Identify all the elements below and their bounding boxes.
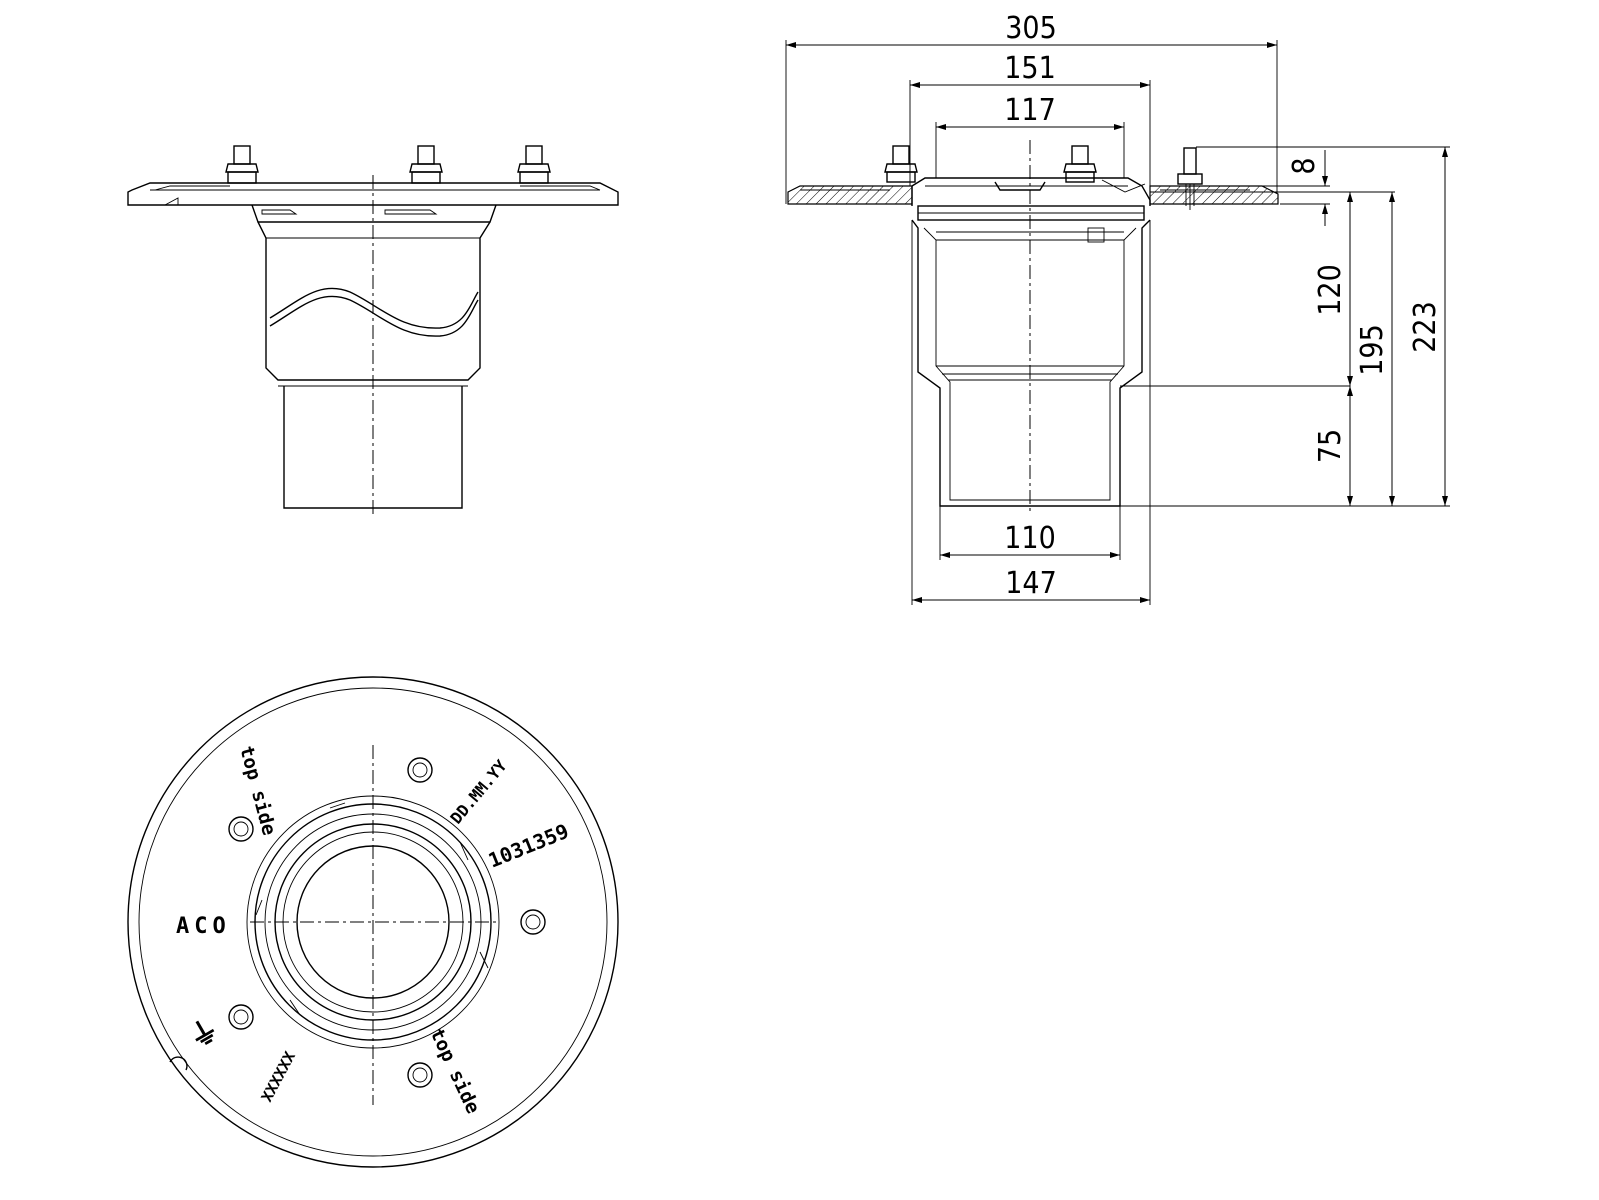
- bolt-hole-5: [407, 1062, 433, 1088]
- stud-middle: [409, 145, 443, 184]
- plan-view: ACO top side top side DD.MM.YY 1031359 X…: [127, 676, 619, 1168]
- ground-symbol: ⏚: [183, 1012, 226, 1057]
- dim-spigot-diameter: 110: [1004, 521, 1056, 556]
- dim-upper-body-height: 120: [1313, 264, 1348, 316]
- section-stud-right: [1177, 147, 1203, 210]
- bolt-hole-1: [407, 757, 433, 783]
- section-stud-middle: [1063, 145, 1097, 183]
- dim-body-height: 195: [1355, 324, 1390, 376]
- stud-right: [517, 145, 551, 184]
- bolt-hole-2: [228, 816, 254, 842]
- bolt-hole-4: [228, 1004, 254, 1030]
- dim-spigot-height: 75: [1313, 429, 1348, 463]
- bolt-hole-3: [520, 909, 546, 935]
- dim-flange-thickness: 8: [1287, 157, 1322, 174]
- dim-total-height: 223: [1408, 301, 1443, 353]
- top-side-marking-lower: top side: [425, 1025, 484, 1117]
- article-number-marking: 1031359: [485, 819, 572, 873]
- dim-grate-width: 117: [1004, 93, 1056, 128]
- brand-marking: ACO: [176, 914, 231, 939]
- dim-overall-width: 305: [1005, 11, 1057, 46]
- stud-left: [225, 145, 259, 184]
- front-elevation-view: [127, 145, 619, 515]
- dim-flange-inner-width: 151: [1004, 51, 1056, 86]
- dim-body-diameter: 147: [1005, 566, 1057, 601]
- date-code-marking: DD.MM.YY: [447, 756, 511, 828]
- section-stud-left: [884, 145, 918, 183]
- section-view: 305 151 117 110 147 8 120 75 195: [785, 11, 1450, 605]
- batch-code-marking: XXXXXX: [258, 1049, 299, 1105]
- top-side-marking-upper: top side: [235, 744, 280, 838]
